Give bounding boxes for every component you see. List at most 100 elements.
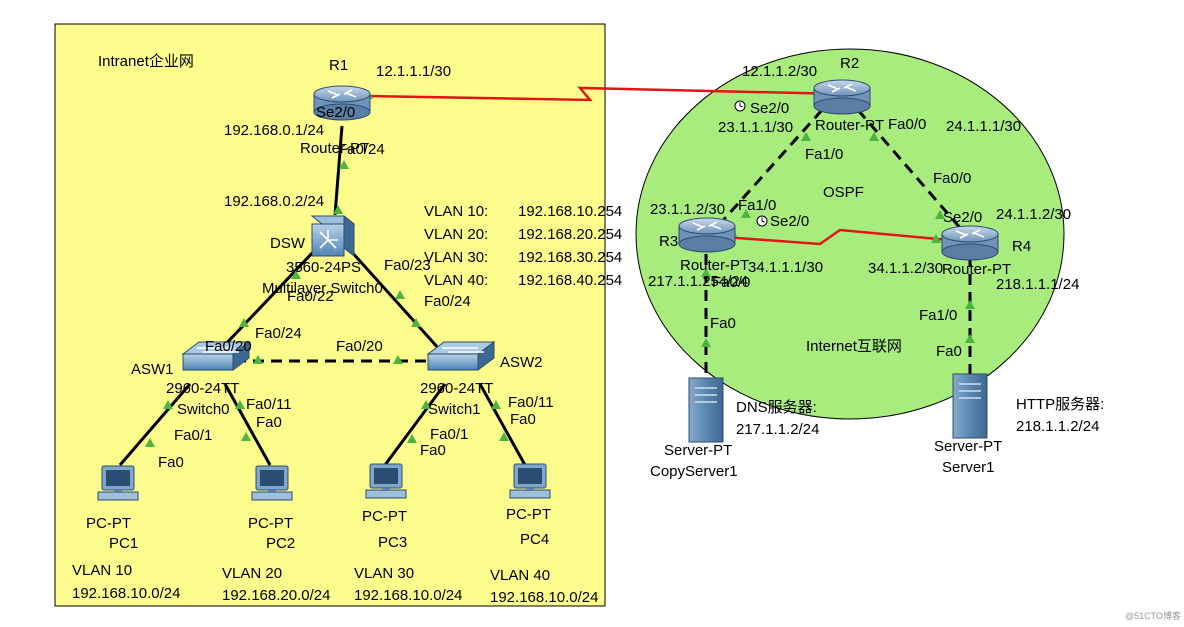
pc2-type: PC-PT [248,515,293,532]
r2-ip-r1: 12.1.1.2/30 [742,63,817,80]
port-up-icon [935,210,945,219]
router-r4-icon[interactable] [941,225,999,261]
server-http-icon[interactable] [952,373,988,439]
r2-fa00-port: Fa0/0 [888,116,926,133]
pc-pc4-icon[interactable] [509,463,551,499]
svi-vlan20-ip: 192.168.20.254 [518,226,622,243]
dsw-type: 3560-24PS [286,259,361,276]
pc4-vlan: VLAN 40 [490,567,550,584]
pc4-name: PC4 [520,531,549,548]
pc1-vlan: VLAN 10 [72,562,132,579]
port-up-icon [965,334,975,343]
port-up-icon [339,160,349,169]
pc1-type: PC-PT [86,515,131,532]
port-up-icon [393,355,403,364]
link-asw1-pc1[interactable] [118,383,192,466]
r2-ip-r3: 23.1.1.1/30 [718,119,793,136]
pc3-name: PC3 [378,534,407,551]
port-up-icon [235,400,245,409]
link-dsw-asw1[interactable] [220,248,317,350]
watermark: @51CTO博客 [1125,610,1181,621]
port-up-icon [421,400,431,409]
pc-pc2-icon[interactable] [251,465,293,501]
asw1-fa24-port: Fa0/24 [255,325,302,342]
pc1-subnet: 192.168.10.0/24 [72,585,180,602]
router-r3-icon[interactable] [678,217,736,253]
pc1-fa0-port: Fa0 [158,454,184,471]
r4-ip-http: 218.1.1.1/24 [996,276,1079,293]
pc2-fa0-port: Fa0 [256,414,282,431]
port-up-icon [411,318,421,327]
port-up-icon [741,209,751,218]
pc4-type: PC-PT [506,506,551,523]
asw2-name: ASW2 [500,354,543,371]
dsw-fa24-port: Fa0/24 [424,293,471,310]
svi-table: VLAN 10: 192.168.10.254 VLAN 20: 192.168… [424,203,622,289]
asw1-fa1-port: Fa0/1 [174,427,212,444]
port-up-icon [491,400,501,409]
pc1-name: PC1 [109,535,138,552]
pc3-type: PC-PT [362,508,407,525]
port-up-icon [931,234,941,243]
port-up-icon [499,432,509,441]
dsw-subtitle: Multilayer Switch0 [262,280,383,297]
pc-pc3-icon[interactable] [365,463,407,499]
multilayer-switch-dsw-icon[interactable] [310,214,356,258]
svi-vlan10-name: VLAN 10: [424,203,488,220]
r2-type: Router-PT [815,117,884,134]
links [118,86,972,466]
r3-name: R3 [659,233,678,250]
serial-link-r1-r2[interactable] [367,86,843,102]
switch-asw1-icon[interactable] [181,341,251,371]
r4-se-port: Se2/0 [943,209,982,226]
port-up-icon [407,434,417,443]
port-up-icon [965,300,975,309]
port-up-icon [701,268,711,277]
asw2-subtitle: Switch1 [428,401,481,418]
dns-role: DNS服务器: [736,399,817,416]
r1-type: Router-PT [300,140,369,157]
pc3-fa0-port: Fa0 [420,442,446,459]
svi-vlan20-name: VLAN 20: [424,226,488,243]
port-up-icon [239,318,249,327]
r4-fa00-port: Fa0/0 [933,170,971,187]
router-r1-icon[interactable] [313,85,371,121]
pc-pc1-icon[interactable] [97,465,139,501]
port-up-icon [145,438,155,447]
port-up-icon [701,338,711,347]
dsw-fa22-port: Fa0/22 [287,288,334,305]
router-r2-icon[interactable] [813,79,871,115]
svi-vlan10-ip: 192.168.10.254 [518,203,622,220]
link-asw2-pc3[interactable] [383,383,447,466]
link-r1-dsw[interactable] [333,125,344,216]
pc4-subnet: 192.168.10.0/24 [490,589,598,606]
asw1-fa11-port: Fa0/11 [246,396,292,413]
http-type: Server-PT [934,438,1002,455]
asw1-fa20-port: Fa0/20 [205,338,252,355]
port-up-icon [801,132,811,141]
dns-type: Server-PT [664,442,732,459]
asw1-subtitle: Switch0 [177,401,230,418]
serial-link-r3-r4[interactable] [709,228,971,246]
r1-ip-lan: 192.168.0.1/24 [224,122,324,139]
link-r2-r3[interactable] [716,108,824,228]
switch-asw2-icon[interactable] [426,341,496,371]
internet-label: Internet互联网 [806,338,902,355]
svi-vlan40-ip: 192.168.40.254 [518,272,622,289]
r4-type: Router-PT [942,261,1011,278]
link-dsw-asw2[interactable] [348,248,442,352]
link-asw2-pc4[interactable] [478,383,527,466]
r3-ip-r2: 23.1.1.2/30 [650,201,725,218]
server-dns-icon[interactable] [688,377,724,443]
asw2-fa11-port: Fa0/11 [508,394,554,411]
dns-ip: 217.1.1.2/24 [736,421,819,438]
link-asw1-pc2[interactable] [223,383,272,466]
dsw-ip: 192.168.0.2/24 [224,193,324,210]
r1-ip-wan: 12.1.1.1/30 [376,63,451,80]
link-r2-r4[interactable] [856,109,964,231]
ospf-label: OSPF [823,184,864,201]
r2-name: R2 [840,55,859,72]
svi-vlan40-name: VLAN 40: [424,272,488,289]
pc2-name: PC2 [266,535,295,552]
